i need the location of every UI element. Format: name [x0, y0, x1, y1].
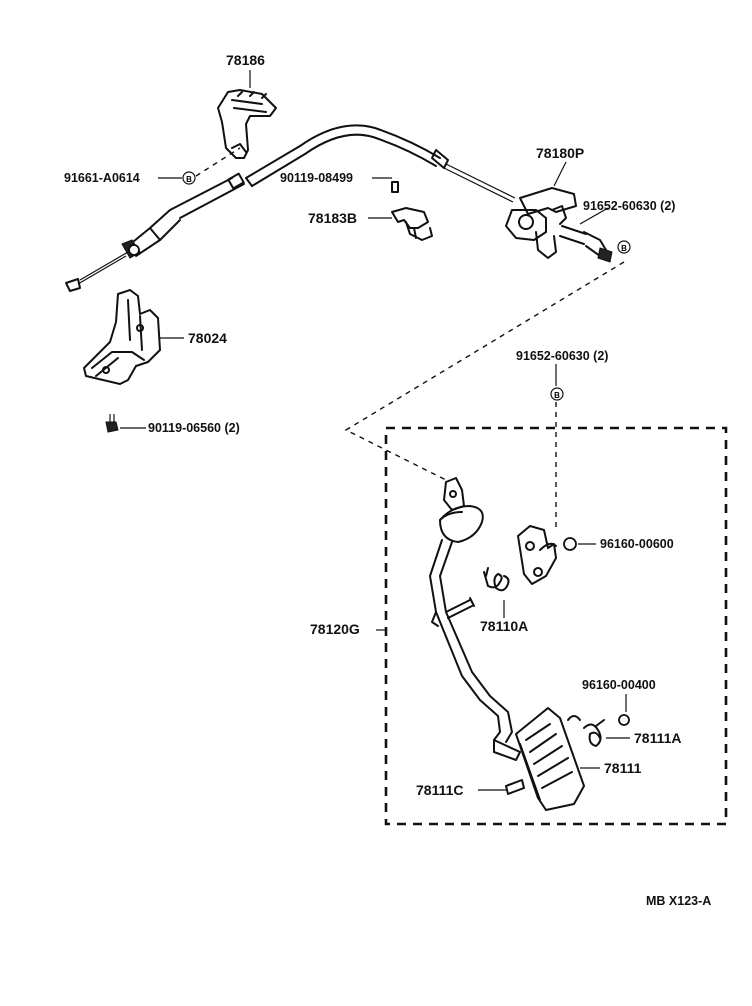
svg-text:B: B: [621, 244, 627, 253]
label-96160-00600: 96160-00600: [600, 537, 674, 551]
label-78110a: 78110A: [480, 618, 528, 634]
pedal-arm-78120g: [429, 477, 521, 761]
clip-circle-91661: B: [182, 171, 196, 185]
label-96160-00400: 96160-00400: [582, 678, 656, 692]
label-91652-60630-top: 91652-60630 (2): [583, 199, 675, 213]
pin-78111c: [505, 779, 525, 795]
clip-circle-91652-top: B: [617, 240, 631, 254]
pedal-pad-78111: [515, 707, 585, 811]
label-78111c: 78111C: [416, 782, 464, 798]
label-90119-06560: 90119-06560 (2): [148, 421, 240, 435]
footer-code: MB X123-A: [646, 894, 711, 908]
spring-78111a: [567, 715, 605, 747]
spring-78110a: [483, 567, 510, 592]
cable-clamp-78186: [217, 89, 277, 159]
svg-text:B: B: [186, 175, 192, 184]
label-78186: 78186: [226, 52, 265, 68]
dashed-connectors: [195, 147, 625, 530]
label-78183b: 78183B: [308, 210, 357, 226]
nut-96160-00400: [618, 714, 630, 726]
leader-lines: [120, 70, 630, 791]
label-78180p: 78180P: [536, 145, 584, 161]
throttle-cable: [65, 124, 516, 292]
bracket-78024: [83, 289, 161, 385]
clip-78183b: [391, 181, 433, 241]
label-91661-a0614: 91661-A0614: [64, 171, 140, 185]
svg-text:B: B: [554, 391, 560, 400]
label-78024: 78024: [188, 330, 227, 346]
label-78111a: 78111A: [634, 730, 682, 746]
nut-96160-00600: [563, 537, 577, 551]
bolt-90119-06560: [105, 414, 119, 433]
clip-circle-91652-mid: B: [550, 387, 564, 401]
lever-plate: [517, 525, 557, 585]
label-90119-08499: 90119-08499: [280, 171, 353, 185]
part-labels: 78186 91661-A0614 90119-08499 78183B 781…: [64, 52, 682, 798]
label-91652-60630-mid: 91652-60630 (2): [516, 349, 608, 363]
label-78120g: 78120G: [310, 621, 360, 637]
bracket-78180p: [505, 187, 613, 263]
label-78111: 78111: [604, 760, 642, 776]
